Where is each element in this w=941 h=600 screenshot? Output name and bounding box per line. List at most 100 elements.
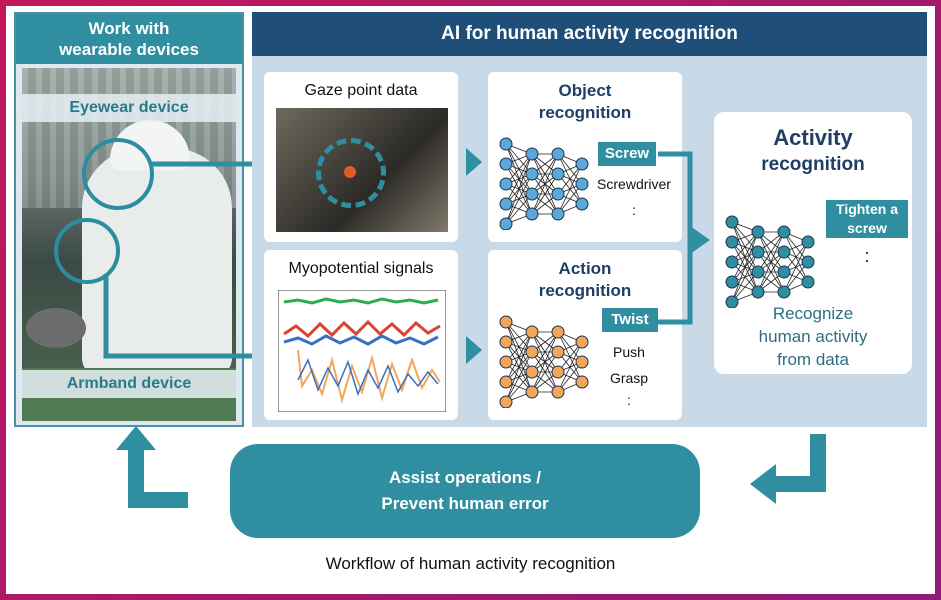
gaze-target-ring (316, 138, 386, 208)
object-tag-screw: Screw (598, 142, 656, 166)
down-arrow-right (776, 434, 826, 492)
neural-node (525, 187, 539, 201)
action-title-line1: Action (558, 259, 612, 278)
diagram-canvas: Work with wearable devices Eyewear devic… (6, 6, 935, 594)
neural-node (777, 285, 791, 299)
activity-tag-tighten-screw: Tighten a screw (826, 200, 908, 238)
gaze-to-object-arrow (466, 148, 482, 176)
activity-description: Recognize human activity from data (714, 302, 912, 371)
action-item-grasp: Grasp (609, 370, 649, 386)
neural-node (499, 137, 513, 151)
wearable-panel-title: Work with wearable devices (16, 14, 242, 64)
gaze-card: Gaze point data (264, 72, 458, 242)
gaze-image (276, 108, 448, 232)
armband-highlight-circle (54, 218, 120, 284)
neural-node (575, 375, 589, 389)
neural-node (575, 197, 589, 211)
neural-node (751, 245, 765, 259)
neural-node (725, 235, 739, 249)
neural-node (525, 345, 539, 359)
activity-recognition-title: Activity recognition (714, 124, 912, 178)
gaze-point-dot (344, 166, 356, 178)
armband-device-label: Armband device (22, 370, 236, 398)
activity-desc-line1: Recognize (772, 304, 854, 323)
blue-noise-line (297, 358, 439, 397)
activity-title-line2: recognition (761, 154, 865, 175)
assist-line1: Assist operations / (388, 468, 542, 487)
tool-disc (26, 308, 86, 348)
action-item-push: Push (613, 344, 645, 360)
neural-node (551, 325, 565, 339)
activity-more: : (864, 246, 870, 266)
action-recognition-title: Action recognition (488, 258, 682, 302)
neural-node (499, 197, 513, 211)
neural-node (751, 225, 765, 239)
eyewear-device-label: Eyewear device (22, 94, 236, 122)
neural-node (777, 245, 791, 259)
red-signal-line (283, 319, 441, 339)
ai-panel-title: AI for human activity recognition (252, 12, 927, 56)
action-title-line2: recognition (538, 281, 632, 300)
neural-node (725, 215, 739, 229)
assist-line2: Prevent human error (381, 494, 549, 513)
figure-caption: Workflow of human activity recognition (325, 554, 616, 573)
neural-node (499, 395, 513, 408)
neural-node (551, 147, 565, 161)
action-tag-twist: Twist (602, 308, 658, 332)
green-signal-line (283, 297, 439, 305)
armband-arrow-line (103, 274, 262, 359)
neural-node (777, 225, 791, 239)
neural-node (551, 207, 565, 221)
neural-node (499, 315, 513, 329)
neural-node (499, 375, 513, 389)
action-item-more: : (627, 392, 631, 408)
neural-node (525, 207, 539, 221)
neural-node (551, 345, 565, 359)
neural-node (575, 355, 589, 369)
neural-node (525, 147, 539, 161)
neural-node (499, 355, 513, 369)
wearable-title-line1: Work with (88, 19, 170, 38)
object-neural-net-icon (499, 137, 589, 230)
neural-node (551, 365, 565, 379)
neural-node (575, 157, 589, 171)
myo-signal-plot (278, 290, 446, 412)
neural-node (801, 255, 815, 269)
return-arrowhead-left (116, 426, 156, 450)
neural-node (525, 365, 539, 379)
myo-card: Myopotential signals (264, 250, 458, 420)
orange-signal-line (297, 349, 441, 404)
return-arrow-left (128, 444, 188, 508)
activity-recognition-card: Activity recognition Tighten a screw : R… (714, 112, 912, 374)
merge-connector (658, 151, 710, 325)
activity-desc-line3: from data (777, 350, 849, 369)
activity-tag-line2: screw (847, 220, 887, 236)
neural-node (801, 235, 815, 249)
neural-node (499, 217, 513, 230)
assist-operations-box: Assist operations / Prevent human error (230, 444, 700, 538)
object-title-line2: recognition (538, 103, 632, 122)
neural-node (525, 325, 539, 339)
action-neural-net-icon (499, 315, 589, 408)
neural-node (751, 285, 765, 299)
neural-node (499, 177, 513, 191)
neural-node (551, 385, 565, 399)
object-item-more: : (632, 202, 636, 218)
activity-tag-line1: Tighten a (836, 201, 898, 217)
neural-node (499, 157, 513, 171)
neural-node (575, 177, 589, 191)
neural-node (725, 275, 739, 289)
object-recognition-title: Object recognition (488, 80, 682, 124)
blue-signal-line (283, 334, 439, 346)
neural-node (575, 335, 589, 349)
neural-node (801, 275, 815, 289)
activity-neural-net-icon (725, 215, 815, 308)
neural-node (725, 295, 739, 308)
wearable-title-line2: wearable devices (59, 40, 199, 59)
neural-node (525, 167, 539, 181)
down-arrowhead-right (750, 464, 776, 504)
neural-node (551, 187, 565, 201)
object-title-line1: Object (558, 81, 612, 100)
object-item-screwdriver: Screwdriver (597, 176, 671, 192)
